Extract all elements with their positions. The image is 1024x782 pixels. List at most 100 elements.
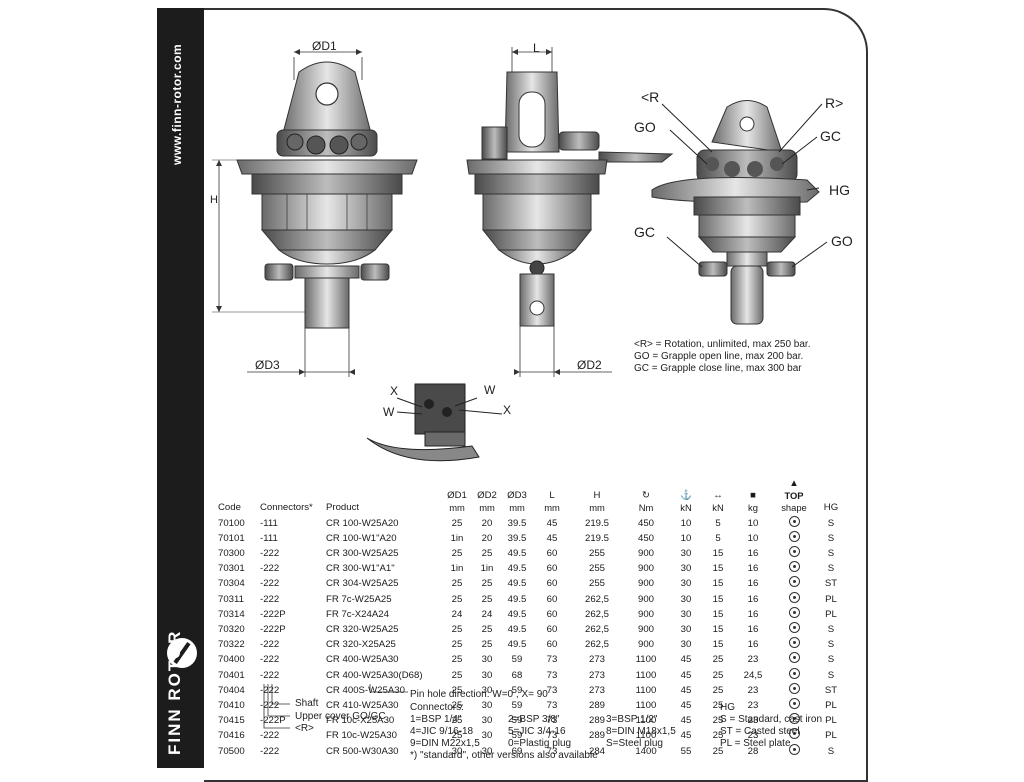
cell-weight: 16: [747, 639, 759, 651]
cell-h: 289: [588, 730, 605, 742]
cell-d1: 25: [451, 684, 463, 696]
cell-d1: 25: [451, 517, 463, 529]
cell-pull: 25: [712, 669, 724, 681]
cell-d1: 1in: [450, 532, 464, 544]
cell-d1: 25: [451, 639, 463, 651]
cell-top-shape: [772, 545, 816, 560]
cell-d1: 25: [451, 548, 463, 560]
cell-hg: S: [827, 517, 835, 529]
cell-pull: 25: [712, 730, 724, 742]
pin-hole-note: Pin hole direction: W=0 , X= 90: [410, 689, 548, 700]
cell-d2: 25: [481, 578, 493, 590]
port-gc-bottom-label: GC: [634, 224, 655, 240]
cell-h: 273: [588, 654, 605, 666]
pin-label-x: X: [503, 403, 512, 417]
cell-torque: 1100: [635, 715, 657, 727]
cell-load: 45: [680, 669, 692, 681]
cell-d1: 25: [451, 654, 463, 666]
cell-code: 70300: [218, 548, 245, 560]
cell-d2: 25: [481, 639, 493, 651]
cell-weight: 16: [747, 624, 759, 636]
cell-pull: 15: [712, 563, 724, 575]
cell-d3: 59: [511, 715, 523, 727]
cell-top-shape: [772, 651, 816, 666]
cell-d2: 20: [481, 517, 493, 529]
cell-torque: 1100: [635, 700, 657, 712]
cell-top-shape: [772, 712, 816, 727]
top-shape-icon: [788, 530, 800, 542]
cell-d1: 25: [451, 700, 463, 712]
col-weight: ■kg: [748, 490, 758, 514]
cell-connectors: -111: [260, 532, 278, 544]
cell-top-shape: [772, 606, 816, 621]
cell-pull: 25: [712, 745, 724, 757]
cell-pull: 25: [712, 684, 724, 696]
cell-d2: 25: [481, 593, 493, 605]
connector-item: 2=BSP 3/8": [508, 714, 560, 725]
cell-load: 30: [680, 593, 692, 605]
cell-torque: 1100: [635, 730, 657, 742]
cell-pull: 15: [712, 608, 724, 620]
cell-code: 70320: [218, 624, 245, 636]
cell-code: 70301: [218, 563, 245, 575]
cell-hg: ST: [824, 684, 838, 696]
cell-d3: 49.5: [507, 608, 527, 620]
cell-d1: 25: [451, 624, 463, 636]
cell-top-shape: [772, 743, 816, 758]
cell-load: 55: [680, 745, 692, 757]
cell-load: 45: [680, 700, 692, 712]
cell-h: 273: [588, 669, 605, 681]
cell-top-shape: [772, 621, 816, 636]
cell-pull: 15: [712, 578, 724, 590]
top-shape-icon: [788, 591, 800, 603]
cell-d3: 59: [511, 700, 523, 712]
cell-pull: 25: [712, 715, 724, 727]
cell-product: FR 7c-W25A25: [326, 593, 392, 605]
port-r-right-label: R>: [825, 95, 844, 111]
cell-d1: 25: [451, 669, 463, 681]
top-shape-icon: [788, 576, 800, 588]
cell-load: 30: [680, 563, 692, 575]
cell-h: 289: [588, 715, 605, 727]
cell-d3: 49.5: [507, 578, 527, 590]
cell-d3: 49.5: [507, 548, 527, 560]
torque-icon: ↻: [641, 490, 651, 502]
dim-d1-label: ØD1: [312, 39, 337, 53]
cell-hg: S: [827, 669, 835, 681]
cell-torque: 900: [637, 639, 654, 651]
cell-code: 70322: [218, 639, 245, 651]
cell-connectors: -222: [260, 639, 280, 651]
cell-product: CR 320-X25A25: [326, 639, 396, 651]
cell-hg: S: [827, 624, 835, 636]
top-shape-icon: [788, 561, 800, 573]
cell-l: 73: [546, 684, 558, 696]
connector-item: 1=BSP 1/4": [410, 714, 462, 725]
cell-top-shape: [772, 682, 816, 697]
cell-code: 70500: [218, 745, 245, 757]
cell-torque: 900: [637, 548, 654, 560]
top-shape-icon: [788, 546, 800, 558]
cell-hg: S: [827, 548, 835, 560]
cell-d3: 49.5: [507, 593, 527, 605]
cell-l: 73: [546, 654, 558, 666]
top-shape-icon: [788, 622, 800, 634]
cell-d1: 25: [451, 730, 463, 742]
cell-torque: 450: [637, 517, 654, 529]
top-shape-icon: [788, 713, 800, 725]
cell-product: FR 10c-X25A30: [326, 715, 395, 727]
side-view: [466, 47, 674, 377]
cell-product: CR 400-W25A30(D68): [326, 669, 423, 681]
cell-l: 73: [546, 700, 558, 712]
